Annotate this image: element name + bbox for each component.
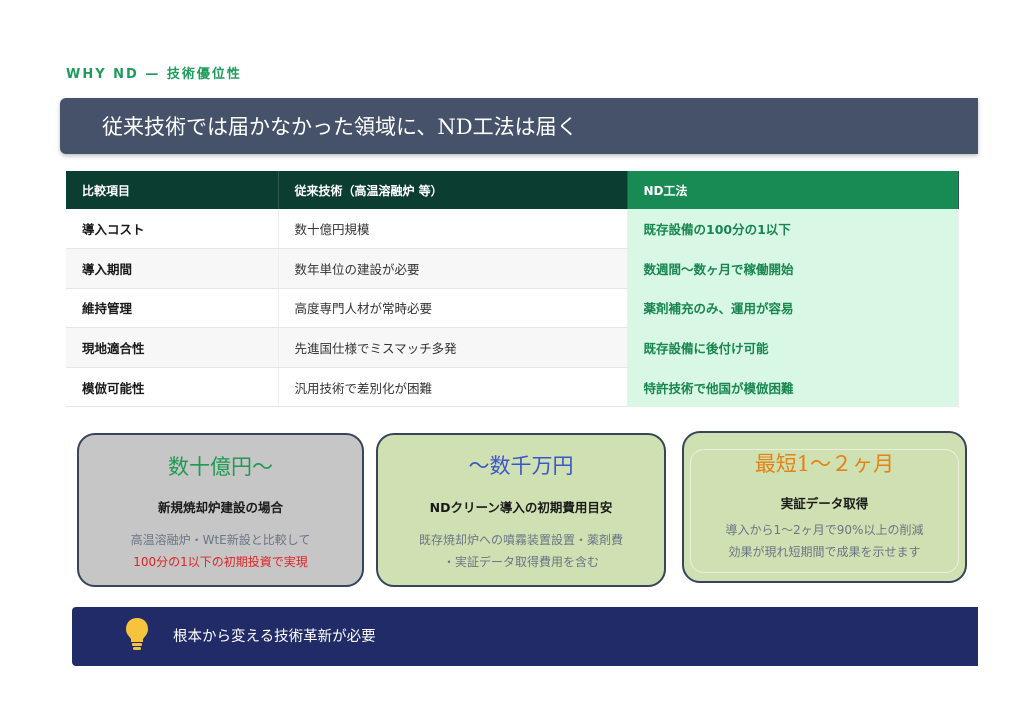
card-desc-line: 既存焼却炉への噴霧装置設置・薬剤費	[418, 533, 623, 547]
lightbulb-icon	[126, 618, 148, 650]
table-row: 導入コスト 数十億円規模 既存設備の100分の1以下	[66, 209, 959, 250]
headline-banner: 従来技術では届かなかった領域に、ND工法は届く	[60, 98, 978, 154]
card-subtitle: NDクリーン導入の初期費用目安	[429, 500, 613, 515]
card-subtitle: 新規焼却炉建設の場合	[157, 500, 283, 515]
card-description: 高温溶融炉・WtE新設と比較して 100分の1以下の初期投資で実現	[79, 529, 362, 573]
header-nd: ND工法	[627, 171, 959, 209]
footer-banner: 根本から変える技術革新が必要	[72, 607, 978, 666]
row-item: 維持管理	[66, 288, 279, 329]
card-description: 導入から1〜2ヶ月で90%以上の削減 効果が現れ短期間で成果を示せます	[684, 519, 965, 563]
table-row: 現地適合性 先進国仕様でミスマッチ多発 既存設備に後付け可能	[66, 327, 959, 368]
table-header-row: 比較項目 従来技術（高温溶融炉 等） ND工法	[66, 171, 959, 209]
row-item: 導入期間	[66, 248, 279, 289]
card-headline: 数十億円〜	[168, 455, 273, 479]
card-desc-line: 効果が現れ短期間で成果を示せます	[728, 545, 921, 559]
header-conventional: 従来技術（高温溶融炉 等）	[278, 171, 628, 209]
table-row: 模倣可能性 汎用技術で差別化が困難 特許技術で他国が模倣困難	[66, 367, 959, 408]
table-row: 維持管理 高度専門人材が常時必要 薬剤補充のみ、運用が容易	[66, 288, 959, 329]
cost-card-conventional: 数十億円〜 新規焼却炉建設の場合 高温溶融炉・WtE新設と比較して 100分の1…	[77, 433, 364, 587]
card-desc-highlight: 100分の1以下の初期投資で実現	[133, 555, 308, 569]
row-conventional: 先進国仕様でミスマッチ多発	[278, 327, 628, 368]
row-nd: 既存設備に後付け可能	[627, 327, 959, 368]
row-item: 現地適合性	[66, 327, 279, 368]
timeline-card: 最短1〜２ヶ月 実証データ取得 導入から1〜2ヶ月で90%以上の削減 効果が現れ…	[682, 431, 967, 583]
table-row: 導入期間 数年単位の建設が必要 数週間〜数ヶ月で稼働開始	[66, 248, 959, 289]
card-desc-line: ・実証データ取得費用を含む	[442, 555, 599, 569]
card-headline: 最短1〜２ヶ月	[754, 452, 895, 476]
row-item: 模倣可能性	[66, 367, 279, 408]
card-headline: 〜数千万円	[468, 454, 574, 478]
card-desc-line: 高温溶融炉・WtE新設と比較して	[130, 533, 311, 547]
row-conventional: 数十億円規模	[278, 209, 628, 250]
row-conventional: 高度専門人材が常時必要	[278, 288, 628, 329]
row-conventional: 汎用技術で差別化が困難	[278, 367, 628, 408]
row-nd: 既存設備の100分の1以下	[627, 209, 959, 249]
card-subtitle: 実証データ取得	[780, 496, 869, 511]
row-nd: 数週間〜数ヶ月で稼働開始	[627, 248, 959, 289]
row-conventional: 数年単位の建設が必要	[278, 248, 628, 289]
header-item: 比較項目	[66, 171, 279, 209]
headline-text: 従来技術では届かなかった領域に、ND工法は届く	[102, 115, 578, 139]
row-item: 導入コスト	[66, 209, 279, 250]
card-inner-frame	[690, 449, 959, 573]
row-nd: 特許技術で他国が模倣困難	[627, 367, 959, 407]
card-desc-line: 導入から1〜2ヶ月で90%以上の削減	[725, 523, 924, 537]
section-kicker: WHY ND — 技術優位性	[66, 67, 242, 82]
footer-message: 根本から変える技術革新が必要	[173, 629, 376, 645]
comparison-table: 比較項目 従来技術（高温溶融炉 等） ND工法 導入コスト 数十億円規模 既存設…	[66, 171, 959, 408]
row-nd: 薬剤補充のみ、運用が容易	[627, 288, 959, 328]
cost-card-nd: 〜数千万円 NDクリーン導入の初期費用目安 既存焼却炉への噴霧装置設置・薬剤費 …	[376, 433, 666, 587]
card-description: 既存焼却炉への噴霧装置設置・薬剤費 ・実証データ取得費用を含む	[378, 529, 664, 573]
